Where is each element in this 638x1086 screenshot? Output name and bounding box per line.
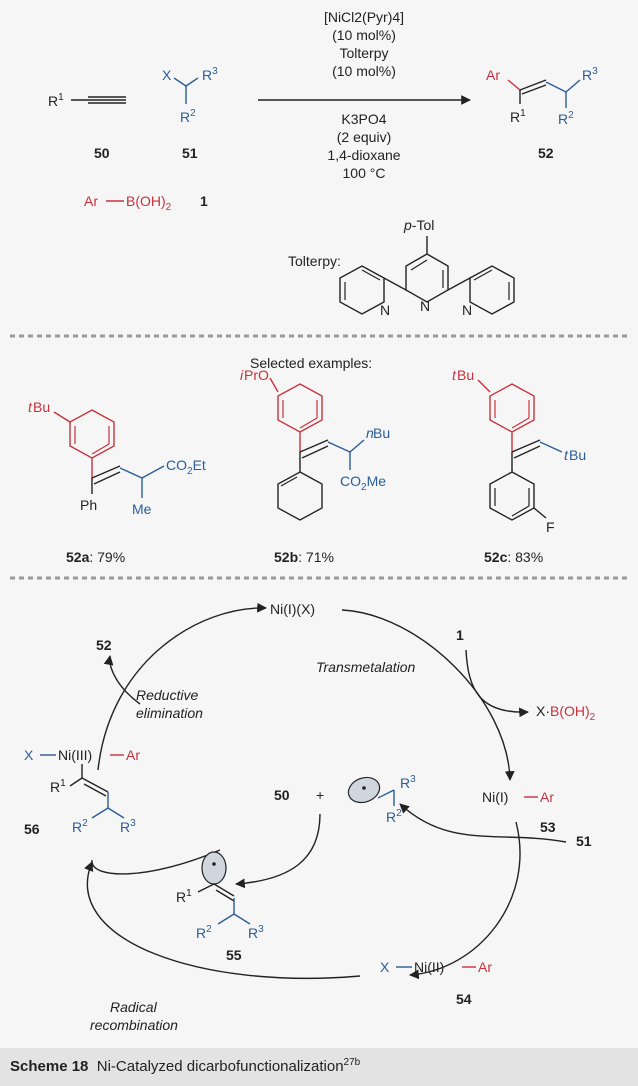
- cycle-55-label: 55: [226, 947, 242, 963]
- svg-text:p-Tol: p-Tol: [403, 217, 434, 233]
- conditions: [NiCl2(Pyr)4] (10 mol%) Tolterpy (10 mol…: [324, 9, 404, 181]
- caption-bar: [0, 1048, 638, 1086]
- alkyl-halide-51: X R3 R2 51: [162, 66, 218, 161]
- svg-text:1,4-dioxane: 1,4-dioxane: [327, 147, 400, 163]
- svg-text:R2: R2: [386, 808, 402, 825]
- vinyl-radical-55: R1 R2 R3 55: [176, 851, 264, 963]
- svg-text:50: 50: [274, 787, 290, 803]
- r1-label: R1: [48, 92, 64, 109]
- svg-text:52c: 83%: 52c: 83%: [484, 549, 543, 565]
- svg-text:52b: 71%: 52b: 71%: [274, 549, 334, 565]
- svg-text:elimination: elimination: [136, 705, 203, 721]
- svg-text:(10 mol%): (10 mol%): [332, 27, 396, 43]
- svg-text:Bu: Bu: [457, 367, 474, 383]
- svg-text:t: t: [452, 367, 457, 383]
- svg-text:R1: R1: [176, 888, 192, 905]
- svg-text:(2 equiv): (2 equiv): [337, 129, 391, 145]
- svg-text:Ar: Ar: [126, 747, 140, 763]
- svg-text:i: i: [240, 367, 244, 383]
- svg-text:Me: Me: [132, 501, 152, 517]
- scheme-drawing: R1 50 X R3 R2 51 Ar B(OH)2 1 [NiCl2(Pyr)…: [10, 9, 628, 1033]
- svg-text:R2: R2: [196, 924, 212, 941]
- cycle-54-label: 54: [456, 991, 472, 1007]
- svg-text:t: t: [28, 399, 33, 415]
- svg-text:Ni(II): Ni(II): [414, 959, 444, 975]
- alkyl-radical: R3 R2: [347, 774, 416, 825]
- compound-52-label: 52: [538, 145, 554, 161]
- svg-text:Bu: Bu: [569, 447, 586, 463]
- alkyne-50: R1 50: [48, 92, 126, 161]
- svg-text:R3: R3: [202, 66, 218, 83]
- svg-text:Bu: Bu: [33, 399, 50, 415]
- svg-text:t: t: [564, 447, 569, 463]
- svg-text:recombination: recombination: [90, 1017, 178, 1033]
- svg-text:100 °C: 100 °C: [343, 165, 386, 181]
- catalytic-cycle: Ni(I)(X) 52 Reductive elimination 1 Tran…: [24, 601, 596, 1033]
- svg-text:R2: R2: [180, 108, 196, 125]
- svg-text:Ni(III): Ni(III): [58, 747, 92, 763]
- svg-text:Ph: Ph: [80, 497, 97, 513]
- svg-text:Reductive: Reductive: [136, 687, 198, 703]
- svg-text:F: F: [546, 519, 555, 535]
- compound-51-label: 51: [182, 145, 198, 161]
- svg-text:R3: R3: [582, 66, 598, 83]
- cycle-56-label: 56: [24, 821, 40, 837]
- svg-text:R3: R3: [248, 924, 264, 941]
- svg-text:K3PO4: K3PO4: [341, 111, 386, 127]
- svg-text:Ar: Ar: [486, 67, 500, 83]
- cycle-51-label: 51: [576, 833, 592, 849]
- svg-text:X: X: [380, 959, 390, 975]
- svg-text:R3: R3: [400, 774, 416, 791]
- tolterpy-ligand: Tolterpy: p-Tol N N N: [288, 217, 515, 318]
- svg-text:R1: R1: [510, 108, 526, 125]
- svg-text:R2: R2: [558, 110, 574, 127]
- svg-text:N: N: [420, 298, 430, 314]
- svg-text:Radical: Radical: [110, 999, 158, 1015]
- scheme-caption: Scheme 18 Ni-Catalyzed dicarbofunctional…: [10, 1057, 361, 1075]
- svg-text:R3: R3: [120, 818, 136, 835]
- svg-text:X: X: [24, 747, 34, 763]
- svg-text:N: N: [380, 302, 390, 318]
- svg-text:Ar: Ar: [84, 193, 98, 209]
- svg-text:CO2Et: CO2Et: [166, 457, 206, 477]
- svg-text:Ni(I): Ni(I): [482, 789, 508, 805]
- svg-text:Ar: Ar: [540, 789, 554, 805]
- svg-text:B(OH)2: B(OH)2: [126, 193, 172, 213]
- svg-text:X: X: [162, 67, 172, 83]
- boronic-acid-1: Ar B(OH)2 1: [84, 193, 208, 213]
- product-52: Ar R1 R3 R2 52: [486, 66, 598, 161]
- svg-text:Tolterpy: Tolterpy: [339, 45, 388, 61]
- cycle-53-label: 53: [540, 819, 556, 835]
- svg-text:[NiCl2(Pyr)4]: [NiCl2(Pyr)4]: [324, 9, 404, 25]
- examples-heading: Selected examples:: [250, 355, 372, 371]
- svg-text:(10 mol%): (10 mol%): [332, 63, 396, 79]
- svg-text:Tolterpy:: Tolterpy:: [288, 253, 341, 269]
- xboh-label: X·B(OH)2: [536, 703, 596, 723]
- svg-text:R2: R2: [72, 818, 88, 835]
- svg-text:Bu: Bu: [373, 425, 390, 441]
- svg-text:R1: R1: [50, 778, 66, 795]
- svg-text:1: 1: [200, 193, 208, 209]
- svg-text:CO2Me: CO2Me: [340, 473, 386, 493]
- cycle-52-label: 52: [96, 637, 112, 653]
- svg-text:1: 1: [456, 627, 464, 643]
- svg-text:N: N: [462, 302, 472, 318]
- svg-text:+: +: [316, 787, 324, 803]
- compound-50-label: 50: [94, 145, 110, 161]
- svg-text:Ar: Ar: [478, 959, 492, 975]
- ni-i-x-label: Ni(I)(X): [270, 601, 315, 617]
- svg-text:52a: 79%: 52a: 79%: [66, 549, 125, 565]
- svg-text:n: n: [366, 425, 374, 441]
- transmetalation-label: Transmetalation: [316, 659, 416, 675]
- svg-text:PrO: PrO: [244, 367, 269, 383]
